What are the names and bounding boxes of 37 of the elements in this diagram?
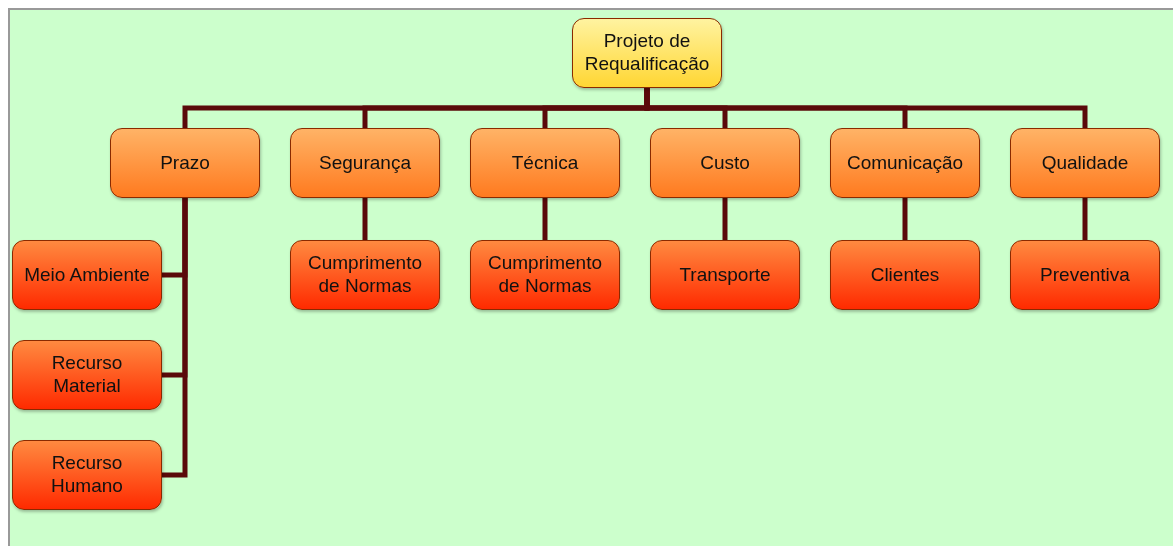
org-box — [470, 240, 620, 310]
box-label: Clientes — [870, 263, 940, 287]
org-box — [572, 18, 722, 88]
org-box — [110, 128, 260, 198]
org-box — [470, 128, 620, 198]
connector-line — [1082, 198, 1088, 240]
connector-line — [902, 198, 908, 240]
org-box — [12, 440, 162, 510]
org-box — [650, 240, 800, 310]
box-label: Projeto de Requalificação — [583, 30, 711, 76]
connector-line — [362, 198, 368, 240]
box-label: Custo — [700, 151, 750, 175]
connector-line — [722, 198, 728, 240]
box-label: Prazo — [160, 151, 210, 175]
box-label: Qualidade — [1041, 151, 1129, 175]
connector-line — [542, 198, 548, 240]
box-label: Comunicação — [846, 151, 964, 175]
box-label: Cumprimento de Normas — [486, 252, 603, 298]
org-box — [12, 340, 162, 410]
connector-line — [162, 198, 188, 478]
box-label: Recurso Material — [50, 352, 124, 398]
org-box — [830, 128, 980, 198]
org-box — [650, 128, 800, 198]
box-label: Recurso Humano — [50, 452, 124, 498]
box-label: Cumprimento de Normas — [306, 252, 423, 298]
box-label: Transporte — [679, 263, 771, 287]
org-box — [290, 128, 440, 198]
org-box — [830, 240, 980, 310]
box-label: Segurança — [319, 151, 411, 175]
org-box — [1010, 240, 1160, 310]
org-box — [1010, 128, 1160, 198]
connector-line — [644, 88, 1088, 128]
org-box — [290, 240, 440, 310]
box-label: Preventiva — [1040, 263, 1130, 287]
box-label: Técnica — [511, 151, 579, 175]
org-box — [12, 240, 162, 310]
box-label: Meio Ambiente — [24, 263, 150, 287]
